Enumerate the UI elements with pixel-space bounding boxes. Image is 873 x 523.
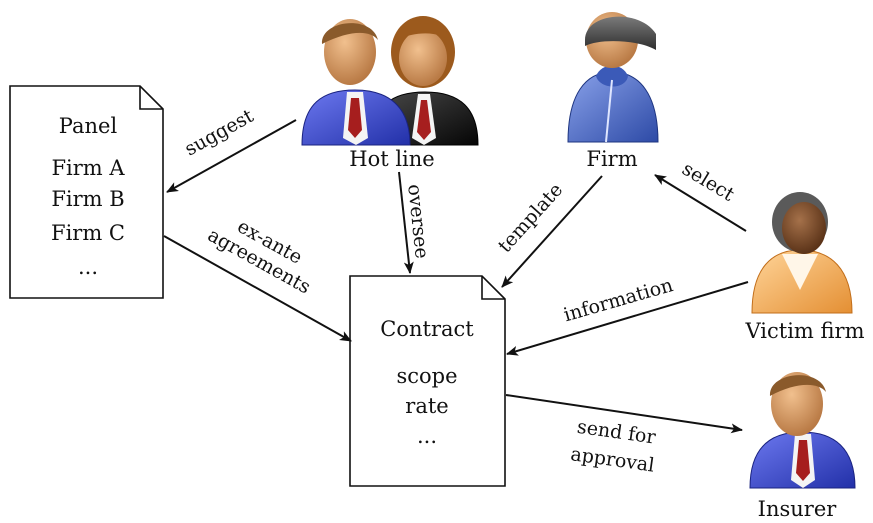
information-label: information xyxy=(561,274,675,326)
hotline-people-icon: Hot line xyxy=(301,16,479,171)
victim-firm-icon: Victim firm xyxy=(745,192,865,343)
exante-label: ex-ante agreements xyxy=(204,215,314,298)
edges xyxy=(163,119,749,434)
oversee-arrow xyxy=(398,171,414,274)
contract-line-1: scope xyxy=(396,364,457,388)
contract-title: Contract xyxy=(380,317,474,341)
contract-document-fold xyxy=(481,276,505,300)
contract-line-3: ... xyxy=(417,424,437,448)
send-for-approval-arrow xyxy=(505,394,743,434)
hotline-man-icon xyxy=(301,19,411,146)
panel-line-4: ... xyxy=(78,255,98,279)
contract-document: Contract scope rate ... xyxy=(349,275,506,487)
panel-line-3: Firm C xyxy=(51,221,125,245)
panel-document-fold xyxy=(139,86,163,110)
contract-document-outline xyxy=(349,275,506,487)
send-for-approval-label: send for approval xyxy=(569,416,658,477)
panel-line-2: Firm B xyxy=(51,187,124,211)
panel-document: Panel Firm A Firm B Firm C ... xyxy=(9,85,164,299)
victim-firm-label: Victim firm xyxy=(745,319,865,343)
firm-label: Firm xyxy=(586,147,637,171)
suggest-label: suggest xyxy=(181,105,258,161)
template-arrow xyxy=(501,175,603,288)
firm-icon: Firm xyxy=(567,12,659,171)
exante-arrow xyxy=(163,235,352,342)
template-label: template xyxy=(494,179,567,257)
select-arrow xyxy=(654,174,747,232)
send-label-line-2: approval xyxy=(569,443,656,477)
send-label-line-1: send for xyxy=(576,416,658,449)
insurer-label: Insurer xyxy=(758,497,838,521)
select-label: select xyxy=(678,158,738,206)
contract-line-2: rate xyxy=(405,394,448,418)
panel-title: Panel xyxy=(59,114,118,138)
panel-line-1: Firm A xyxy=(51,156,125,180)
hotline-label: Hot line xyxy=(349,147,434,171)
suggest-arrow xyxy=(166,119,297,193)
insurer-icon: Insurer xyxy=(749,372,856,521)
information-arrow xyxy=(506,281,749,356)
panel-document-outline xyxy=(9,85,164,299)
